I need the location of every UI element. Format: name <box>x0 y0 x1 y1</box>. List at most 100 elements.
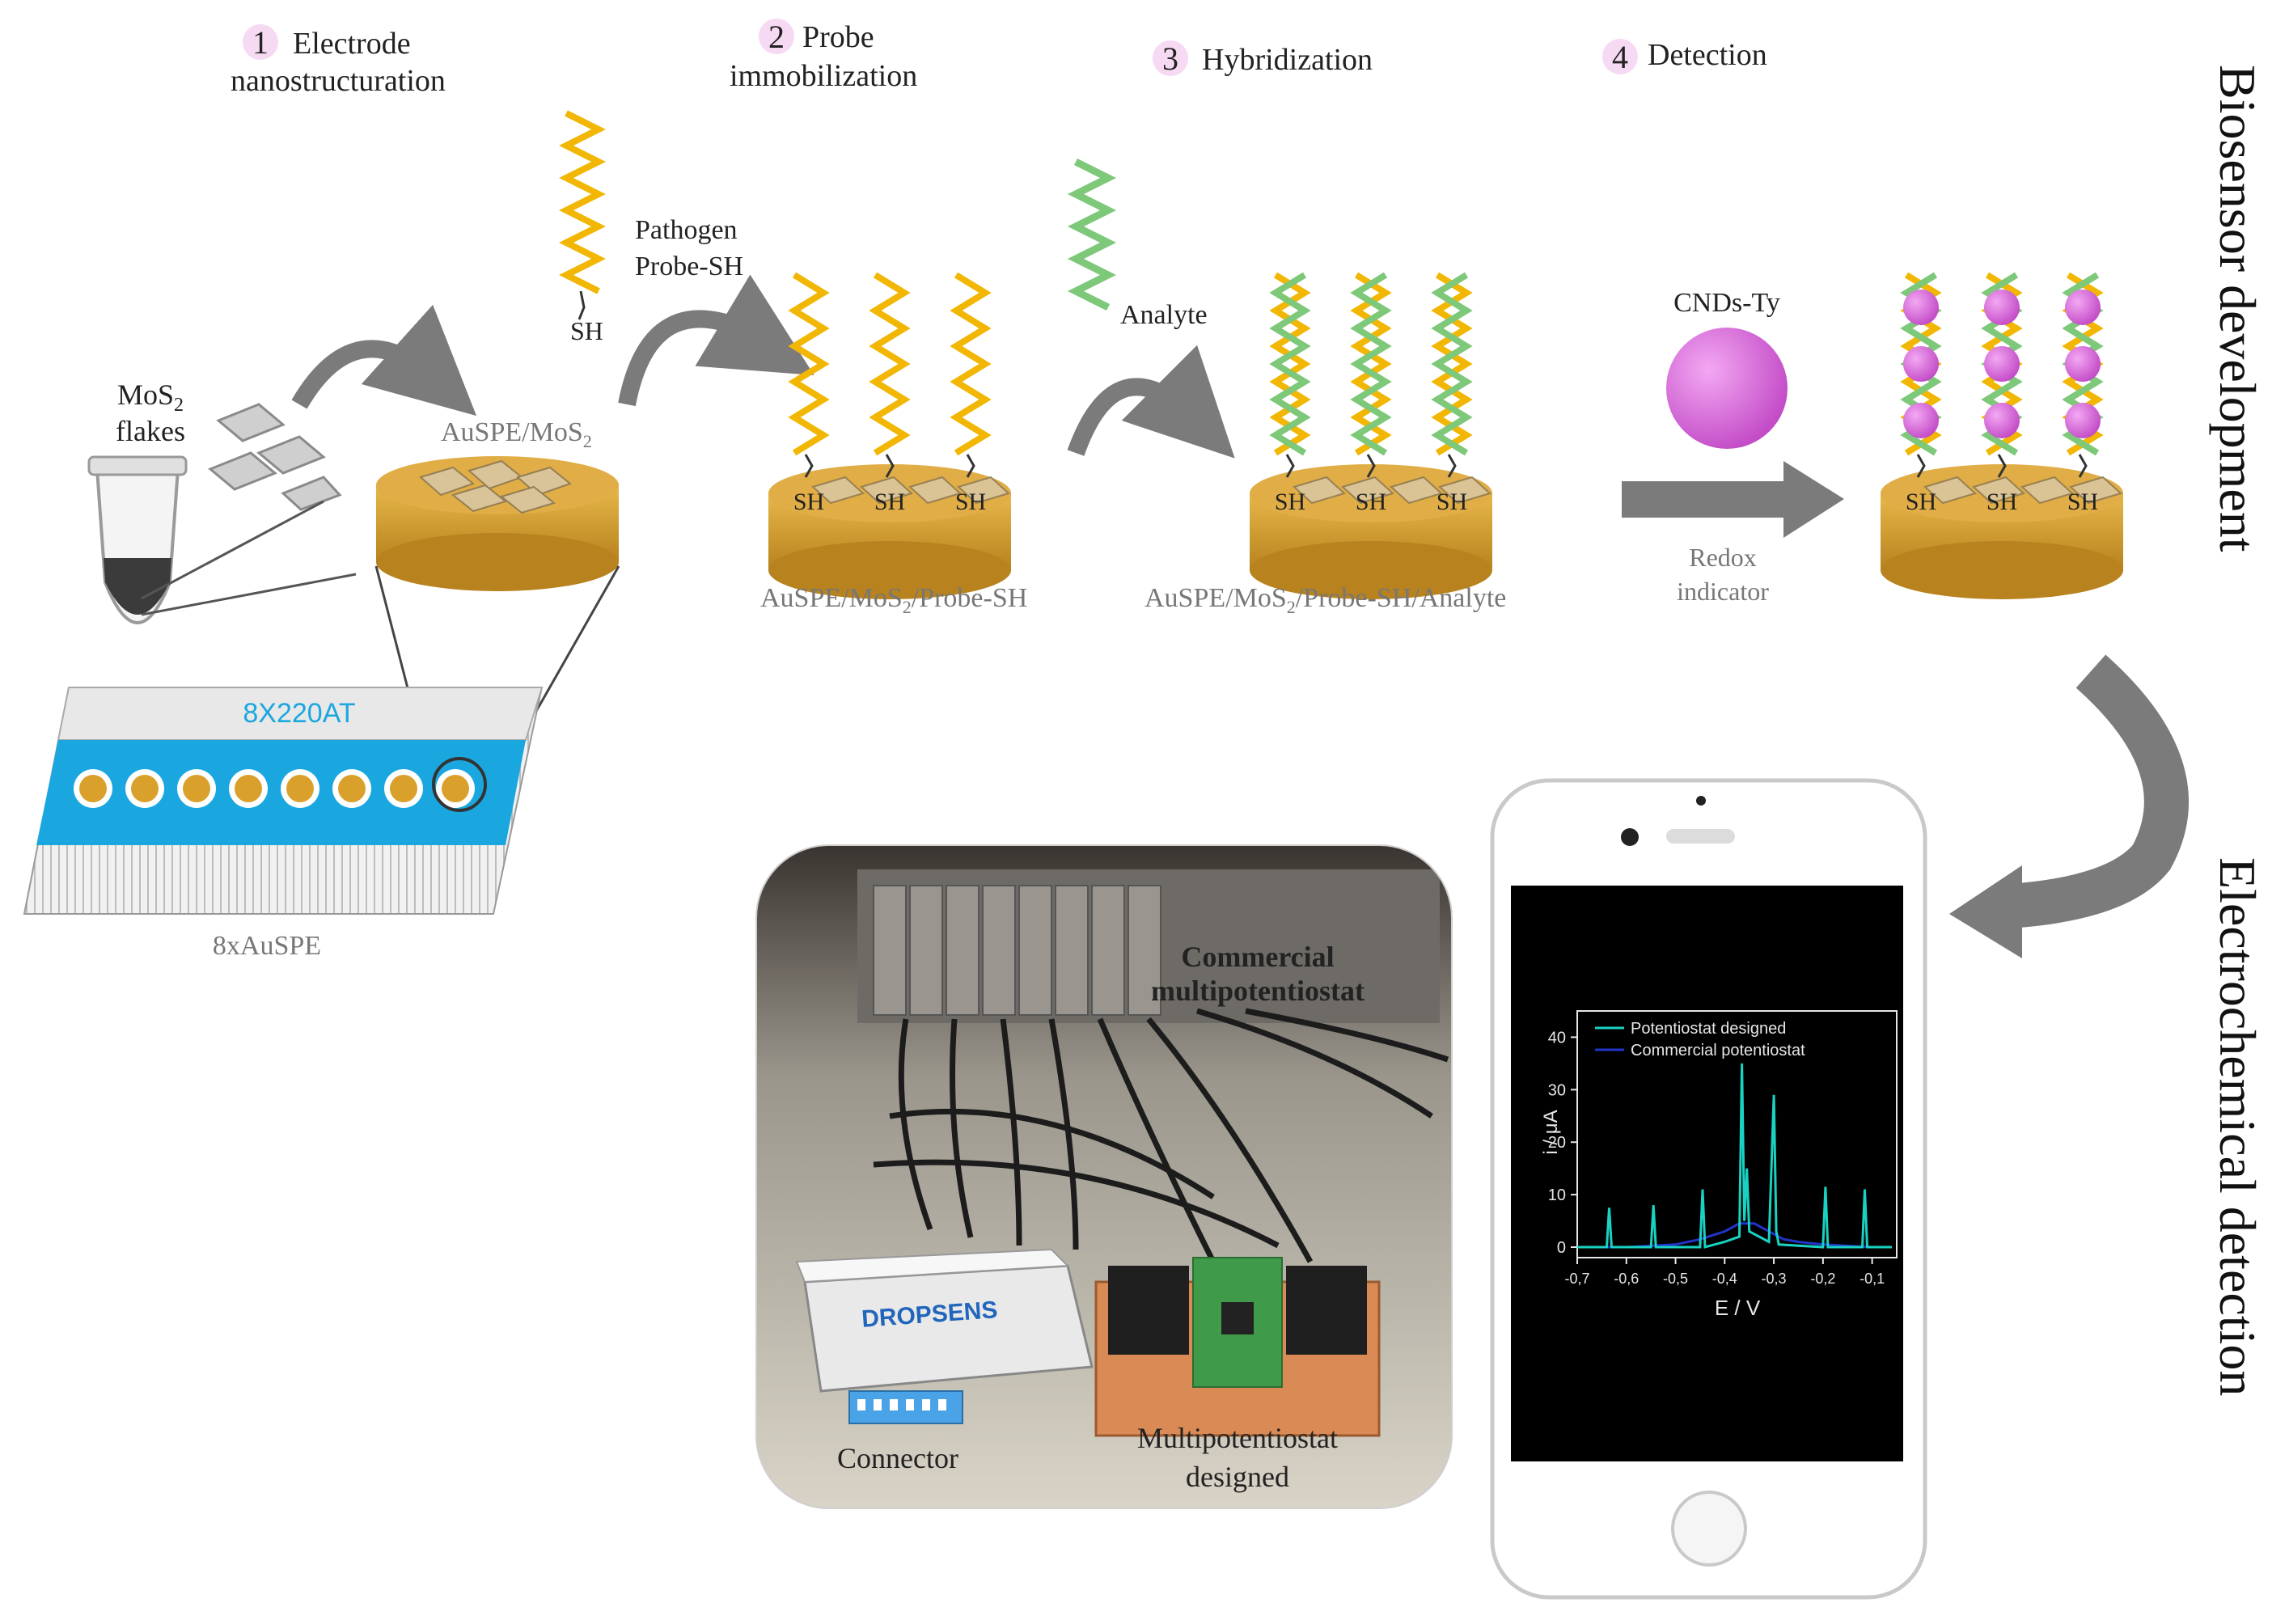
pathogen-label-line2: Probe-SH <box>635 252 743 281</box>
step-number-circle <box>243 24 278 60</box>
curved-arrow-icon <box>618 274 814 407</box>
voltammogram-chart: -0,7 -0,6 -0,5 -0,4 -0,3 -0,2 -0,1 0 10 20 30 40 Po… <box>1540 1010 1898 1320</box>
sh-label: SH <box>793 488 824 515</box>
step-title-line2: immobilization <box>730 59 917 93</box>
commercial-label-line2: multipotentiostat <box>1151 975 1365 1007</box>
step-number: 2 <box>768 19 785 55</box>
pathogen-probe-strand <box>559 110 606 320</box>
step-title-line2: nanostructuration <box>231 64 446 98</box>
smartphone <box>1490 778 1927 1600</box>
y-tick-label: 30 <box>1548 1081 1566 1099</box>
mos2-tube <box>87 455 188 624</box>
chip-electrode-gold <box>131 775 159 802</box>
step-number-circle <box>759 19 794 54</box>
x-tick-label: -0,1 <box>1860 1271 1885 1287</box>
y-tick-label: 0 <box>1557 1239 1566 1257</box>
mos2-flakes-label-line2: flakes <box>116 415 185 447</box>
sh-label: SH <box>1356 488 1386 515</box>
step-title-line1: Probe <box>802 20 874 54</box>
x-tick-label: -0,5 <box>1663 1271 1688 1287</box>
chart-series-line <box>1577 1063 1892 1249</box>
multi-label-line2: designed <box>1186 1461 1289 1493</box>
mos2-flakes-icon <box>208 403 342 511</box>
side-label-electrochemical-detection: Electrochemical detection <box>2209 857 2266 1396</box>
y-tick-label: 10 <box>1548 1186 1566 1204</box>
chip-electrode-gold <box>235 775 262 802</box>
electrode-disk-aumos2 <box>376 456 619 591</box>
mos2-flakes-label: MoS2 <box>117 379 184 416</box>
chart-xlabel: E / V <box>1715 1296 1761 1320</box>
chip-electrode-gold <box>286 775 314 802</box>
connector-label: Connector <box>837 1442 958 1474</box>
step-number: 1 <box>252 24 269 61</box>
curved-arrow-icon <box>291 304 477 417</box>
sh-label: SH <box>1906 488 1936 515</box>
cnds-label: CNDs-Ty <box>1673 288 1780 318</box>
electrode-disk-detection: SH SH SH <box>1881 272 2123 599</box>
step-title-line1: Hybridization <box>1202 43 1373 77</box>
step-number-circle <box>1602 39 1638 74</box>
connector-line <box>141 500 324 600</box>
redox-label-line1: Redox <box>1689 543 1757 572</box>
analyte-label: Analyte <box>1120 300 1208 330</box>
analyte-strand <box>1067 158 1117 311</box>
phone-home-button[interactable] <box>1671 1491 1747 1567</box>
cnds-sphere-icon <box>1666 328 1788 449</box>
y-tick-label: 20 <box>1548 1134 1566 1152</box>
sh-label: SH <box>1436 488 1467 515</box>
x-tick-label: -0,7 <box>1564 1271 1589 1287</box>
chip-electrode-gold <box>79 775 107 802</box>
chip-caption: 8xAuSPE <box>213 931 321 961</box>
x-tick-label: -0,6 <box>1614 1271 1639 1287</box>
x-tick-label: -0,2 <box>1810 1271 1835 1287</box>
zoom-circle <box>432 757 487 812</box>
legend-series-2: Commercial potentiostat <box>1631 1042 1805 1059</box>
electrode-array-chip: 8X220AT <box>23 687 544 915</box>
step-number-circle <box>1153 40 1188 76</box>
chip-electrode-gold <box>442 775 469 802</box>
step-title-line1: Electrode <box>293 27 411 61</box>
x-tick-label: -0,3 <box>1762 1271 1787 1287</box>
x-tick-label: -0,4 <box>1712 1271 1737 1287</box>
step-title-line1: Detection <box>1648 38 1767 72</box>
electrode-disk-probe: SH SH SH <box>768 272 1011 599</box>
chip-electrode-gold <box>338 775 366 802</box>
analyte-caption: AuSPE/MoS2/Probe-SH/Analyte <box>1144 583 1506 617</box>
chip-electrode-gold <box>390 775 417 802</box>
sh-label: SH <box>2067 488 2098 515</box>
chip-label: 8X220AT <box>243 698 355 729</box>
electrode-disk-hybridized: SH SH SH <box>1250 272 1492 599</box>
sh-label: SH <box>955 488 986 515</box>
sh-label: SH <box>1986 488 2017 515</box>
sh-label: SH <box>570 316 603 345</box>
commercial-label-line1: Commercial <box>1181 941 1334 973</box>
phone-speaker <box>1666 829 1735 844</box>
curved-arrow-icon <box>1067 345 1235 459</box>
y-tick-label: 40 <box>1548 1029 1566 1047</box>
straight-arrow-icon <box>1622 461 1844 538</box>
step-header-1: 1 Electrode nanostructuration <box>231 24 446 98</box>
instrument-photo: DROPSENS <box>756 845 1452 1508</box>
phone-sensor-icon <box>1621 828 1639 846</box>
step-header-3: 3 Hybridization <box>1153 40 1373 77</box>
phone-screen <box>1511 886 1903 1461</box>
sh-label: SH <box>874 488 905 515</box>
connector-line <box>141 573 357 616</box>
photo-frame <box>755 844 1453 1509</box>
step-header-2: 2 Probe immobilization <box>730 19 917 93</box>
chip-electrodes <box>74 769 475 808</box>
pathogen-label-line1: Pathogen <box>635 215 738 245</box>
sh-label: SH <box>1275 488 1305 515</box>
curved-arrow-icon <box>2012 654 2189 928</box>
redox-label-line2: indicator <box>1677 577 1769 606</box>
side-label-biosensor-development: Biosensor development <box>2209 65 2266 552</box>
multi-label-line1: Multipotentiostat <box>1137 1422 1338 1454</box>
chart-ylabel: i / μA <box>1540 1110 1562 1154</box>
chart-legend: Potentiostat designed Commercial potenti… <box>1595 1020 1805 1059</box>
step-number: 4 <box>1612 39 1628 75</box>
chart-plot-area <box>1576 1010 1898 1258</box>
aumos2-label: AuSPE/MoS2 <box>441 417 592 451</box>
probe-caption: AuSPE/MoS2/Probe-SH <box>760 583 1027 617</box>
arrow-head-icon <box>1949 865 2022 958</box>
